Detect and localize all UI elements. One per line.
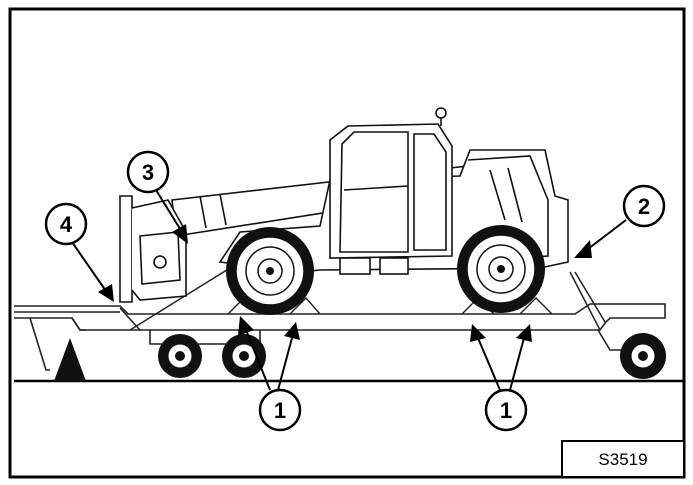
- callout-3: 3: [126, 150, 170, 194]
- callout-3-label: 3: [142, 160, 154, 185]
- trailer-wheel-right: [620, 333, 666, 379]
- support-stand: [54, 338, 86, 381]
- figure-code-box: S3519: [561, 440, 685, 478]
- callout-1-right-label: 1: [500, 398, 512, 423]
- trailer-wheel-middle: [222, 334, 266, 378]
- callout-arrows: [71, 189, 627, 391]
- front-wheel: [226, 227, 314, 315]
- callout-1-left-label: 1: [274, 398, 286, 423]
- fork-carriage: [119, 195, 133, 303]
- callout-1-left: 1: [258, 388, 302, 432]
- callout-1-right: 1: [484, 388, 528, 432]
- callout-4: 4: [44, 202, 88, 246]
- trailer-wheel-left: [158, 334, 202, 378]
- machine-wheels: [226, 225, 545, 315]
- callout-2: 2: [622, 184, 666, 228]
- callout-2-label: 2: [638, 194, 650, 219]
- callout-4-label: 4: [60, 212, 73, 237]
- tie-down-straps: [119, 267, 606, 331]
- figure-code: S3519: [598, 450, 647, 469]
- arrow-heads: [98, 224, 592, 342]
- trailer-wheels: [158, 333, 666, 379]
- rear-wheel: [457, 225, 545, 313]
